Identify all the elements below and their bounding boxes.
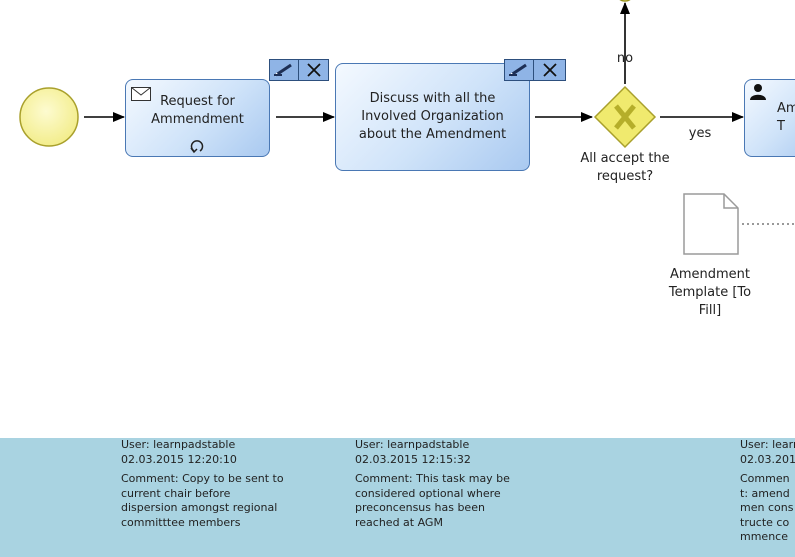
comment-user: User: learnpadstable [355, 438, 470, 451]
comment-text: Comment: Copy to be sent to current chai… [121, 472, 284, 529]
flow-label-yes: yes [688, 126, 712, 141]
comments-panel: User: learnpadstable 02.03.2015 12:20:10… [0, 438, 795, 557]
comment-2: User: learnpadstable 02.03.2015 12:15:32… [355, 438, 515, 530]
task-label: Discuss with all the Involved Organizati… [358, 91, 507, 142]
user-icon [750, 84, 766, 100]
loop-marker-icon [190, 140, 204, 154]
comment-date: 02.03.201 [740, 452, 795, 466]
comment-user: User: learnpadstable [740, 438, 795, 451]
flow-label-no: no [616, 51, 634, 66]
task-toolbar [504, 59, 566, 81]
comment-text: Comment: amendmen constructe commence [740, 472, 794, 543]
task-discuss-with-organizations[interactable]: Discuss with all the Involved Organizati… [335, 63, 530, 171]
task-label: Request for Ammendment [151, 94, 244, 127]
comment-text: Comment: This task may be considered opt… [355, 472, 510, 529]
comment-date: 02.03.2015 12:15:32 [355, 452, 471, 466]
start-event[interactable] [19, 87, 79, 147]
task-label: Am T [777, 101, 795, 134]
data-object-document[interactable] [683, 193, 739, 255]
task-partial-right[interactable]: Am T [744, 79, 795, 157]
comment-1: User: learnpadstable 02.03.2015 12:20:10… [121, 438, 289, 530]
document-label: Amendment Template [To Fill] [668, 267, 752, 318]
exclusive-gateway[interactable] [593, 85, 657, 149]
close-icon[interactable] [533, 60, 566, 80]
comment-user: User: learnpadstable [121, 438, 236, 451]
close-icon[interactable] [298, 60, 329, 80]
edit-pencil-icon[interactable] [505, 60, 532, 80]
envelope-icon [131, 87, 151, 101]
comment-date: 02.03.2015 12:20:10 [121, 452, 237, 466]
gateway-label: All accept the request? [580, 151, 670, 184]
edit-pencil-icon[interactable] [270, 60, 297, 80]
task-toolbar [269, 59, 329, 81]
comment-3: User: learnpadstable 02.03.201 Comment: … [740, 438, 795, 545]
end-event-partial[interactable] [616, 0, 634, 2]
